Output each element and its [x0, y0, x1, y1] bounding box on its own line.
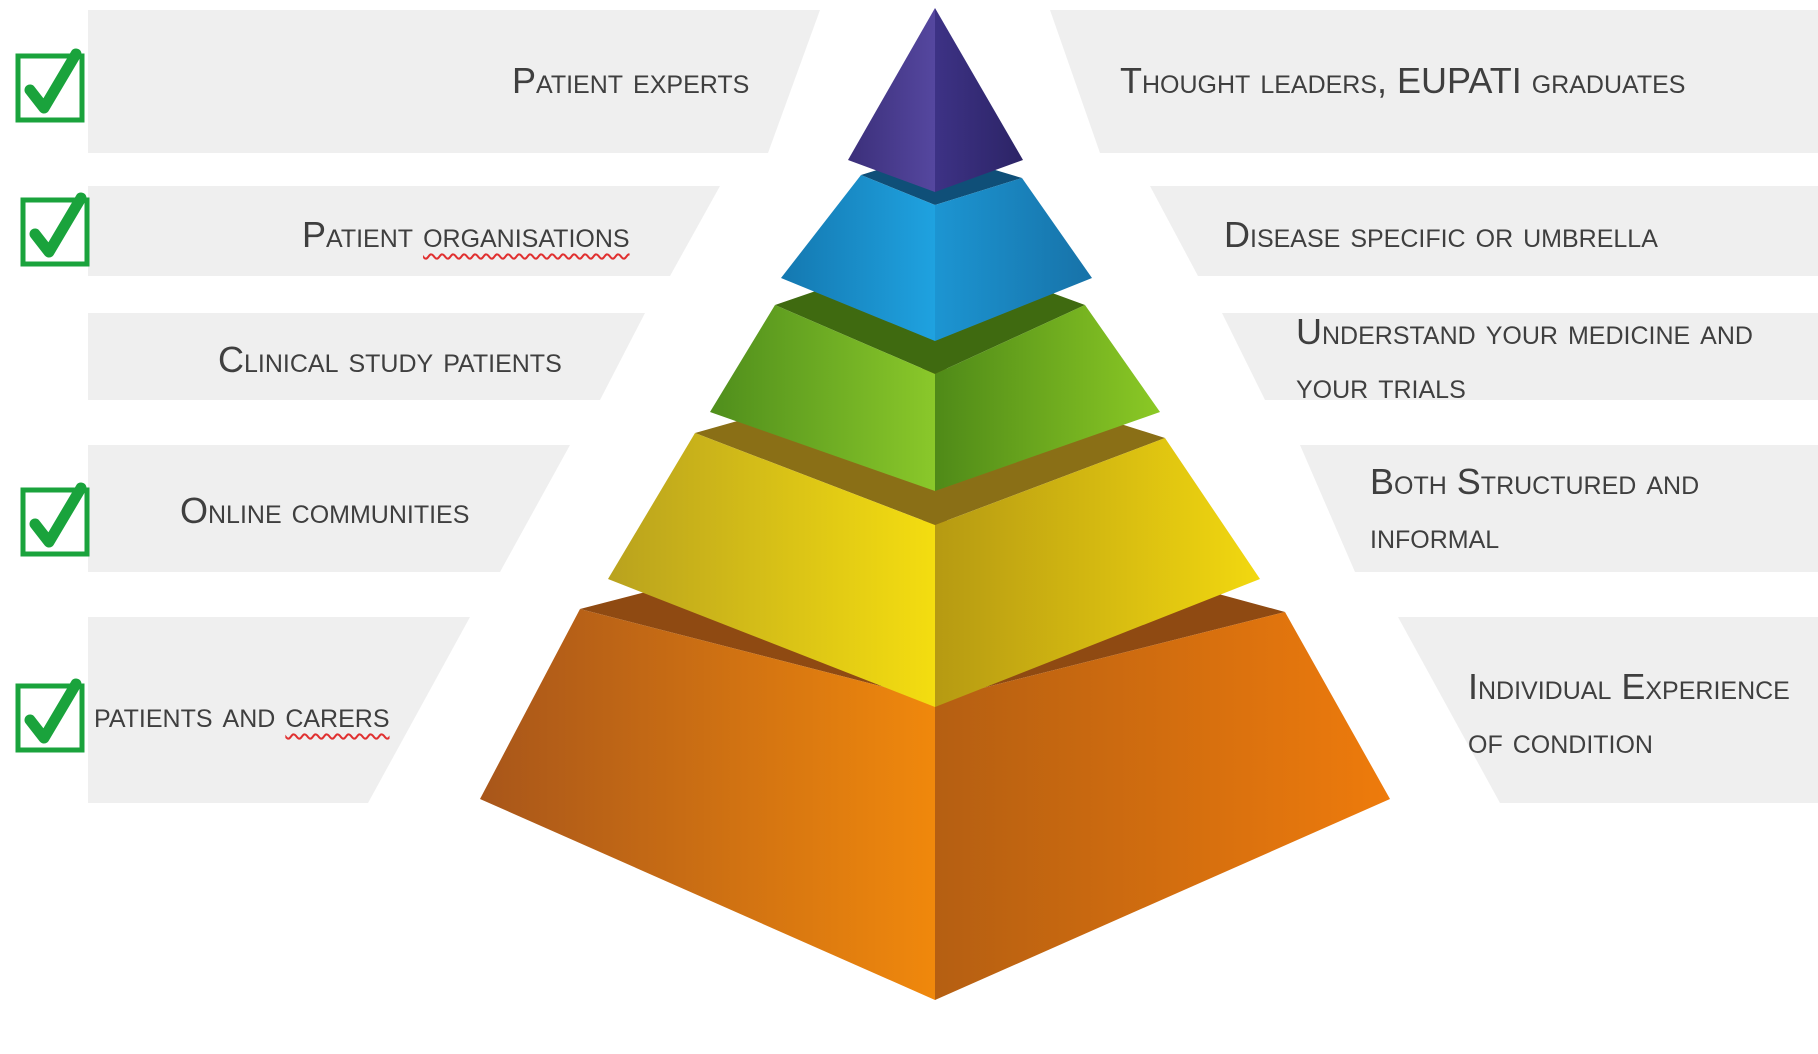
left-band-4	[88, 445, 570, 572]
left-label-4: Online communities	[180, 490, 470, 531]
right-band-2	[1150, 186, 1818, 276]
left-band-3	[88, 313, 645, 400]
right-label-3-line-1: Understand your medicine and	[1296, 311, 1753, 352]
pyramid	[480, 8, 1390, 1000]
spellcheck-underline: carers	[285, 694, 390, 735]
left-label-1: Patient experts	[512, 60, 750, 101]
right-label-1: Thought leaders, EUPATI graduates	[1120, 54, 1685, 108]
right-label-1-line-1: Thought leaders, EUPATI graduates	[1120, 60, 1686, 101]
checkbox-checked-icon	[15, 48, 85, 123]
spellcheck-underline: organisations	[423, 214, 630, 255]
right-band-1	[1050, 10, 1818, 153]
checkbox-checked-icon	[15, 678, 85, 753]
checkbox-checked-icon	[20, 192, 90, 267]
tier-3-right	[935, 305, 1160, 491]
right-label-2-line-1: Disease specific or umbrella	[1224, 214, 1658, 255]
right-band-3	[1222, 313, 1818, 400]
left-band-5	[88, 617, 470, 803]
right-band-5	[1398, 617, 1818, 803]
left-band-2	[88, 186, 720, 276]
tier-4-left	[608, 433, 935, 707]
left-label-3: Clinical study patients	[218, 339, 562, 380]
tier-2-right	[935, 178, 1092, 341]
pyramid-diagram: Patient experts Patient organisations Cl…	[15, 8, 1818, 1000]
checkbox-checked-icon	[20, 482, 90, 557]
tier-5-left	[480, 609, 935, 1000]
tier-1-left	[848, 8, 935, 192]
right-label-5-line-2: of condition	[1468, 720, 1653, 761]
left-band-1	[88, 10, 820, 153]
left-label-2: Patient organisations	[302, 214, 630, 255]
right-label-2: Disease specific or umbrella	[1224, 208, 1658, 262]
checkmarks	[15, 48, 90, 753]
label-bands	[88, 10, 1818, 803]
right-label-3-line-2: your trials	[1296, 365, 1466, 406]
tier-5-right	[935, 612, 1390, 1000]
right-label-4-line-2: informal	[1370, 515, 1500, 556]
right-band-4	[1300, 445, 1818, 572]
right-label-3: Understand your medicine and your trials	[1296, 305, 1753, 413]
right-label-4-line-1: Both Structured and	[1370, 461, 1700, 502]
tier-1-right	[935, 8, 1023, 192]
right-label-5: Individual Experience of condition	[1468, 660, 1790, 768]
left-label-5: patients and carers	[94, 694, 390, 735]
right-label-4: Both Structured and informal	[1370, 455, 1699, 563]
tier-2-left	[781, 175, 935, 341]
right-label-5-line-1: Individual Experience	[1468, 666, 1790, 707]
tier-4-right	[935, 438, 1260, 707]
tier-3-left	[710, 305, 935, 491]
